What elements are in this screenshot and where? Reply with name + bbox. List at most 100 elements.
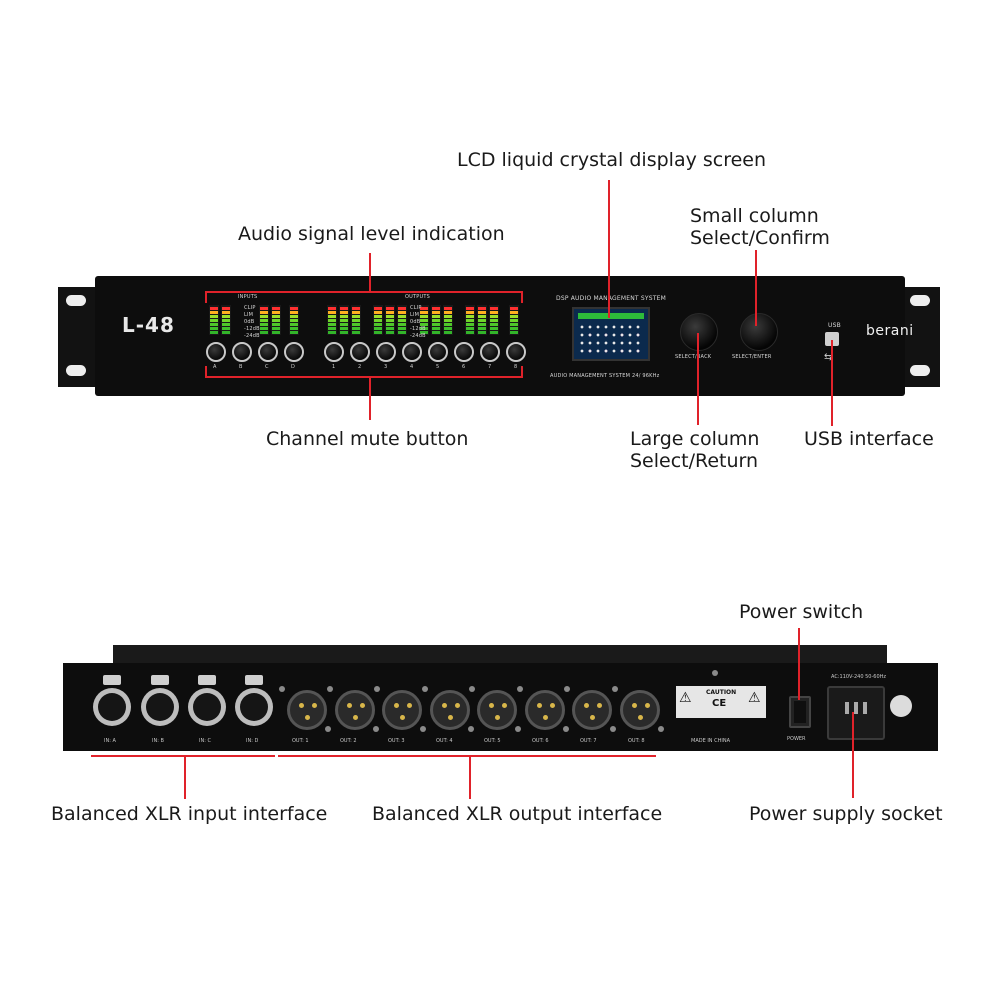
meter-segment	[444, 311, 452, 314]
level-meter	[385, 305, 395, 335]
callout-line	[521, 366, 523, 378]
screw	[374, 686, 380, 692]
meter-segment	[386, 323, 394, 326]
meter-segment	[272, 319, 280, 322]
small-column-callout: Small column	[690, 205, 819, 227]
xlr-output-1[interactable]	[287, 690, 327, 730]
meter-segment	[272, 327, 280, 330]
output-label: OUT: 7	[580, 738, 597, 744]
meter-segment	[432, 323, 440, 326]
mute-button-output-8[interactable]	[506, 342, 526, 362]
channel-label: 5	[436, 364, 440, 370]
xlr-output-4[interactable]	[429, 690, 470, 730]
input-label: IN: A	[104, 738, 116, 744]
meter-segment	[374, 331, 382, 334]
mute-button-input-d[interactable]	[284, 342, 304, 362]
rack-mount-slot	[910, 295, 930, 306]
mute-button-output-1[interactable]	[324, 342, 344, 362]
xlr-output-7[interactable]	[572, 690, 612, 730]
mute-button-input-b[interactable]	[232, 342, 252, 362]
mute-button-output-4[interactable]	[402, 342, 422, 362]
meter-scale-1: LIM	[410, 312, 420, 318]
meter-segment	[490, 327, 498, 330]
screw	[469, 686, 475, 692]
xlr-pin	[637, 715, 643, 720]
small-select-enter-knob[interactable]	[740, 313, 778, 351]
xlr-input-c[interactable]	[188, 688, 226, 726]
xlr-pin	[407, 703, 412, 708]
meter-segment	[272, 331, 280, 334]
output-label: OUT: 1	[292, 738, 309, 744]
meter-segment	[260, 315, 268, 318]
callout-line	[91, 755, 275, 757]
meter-segment	[420, 331, 428, 334]
meter-segment	[432, 319, 440, 322]
mute-button-output-6[interactable]	[454, 342, 474, 362]
power-supply-socket[interactable]	[827, 686, 885, 740]
power-switch[interactable]	[789, 696, 811, 728]
mute-button-output-2[interactable]	[350, 342, 370, 362]
xlr-pin	[400, 715, 405, 720]
meter-scale-3: -12dB	[410, 326, 426, 332]
meter-segment	[386, 327, 394, 330]
xlr-input-b[interactable]	[141, 688, 179, 726]
meter-segment	[420, 323, 428, 326]
meter-segment	[328, 307, 336, 310]
meter-segment	[386, 331, 394, 334]
xlr-output-5[interactable]	[477, 690, 517, 730]
meter-segment	[272, 315, 280, 318]
mute-button-input-a[interactable]	[206, 342, 226, 362]
mute-button-output-7[interactable]	[480, 342, 500, 362]
xlr-output-2[interactable]	[334, 690, 375, 730]
meter-segment	[340, 307, 348, 310]
xlr-output-6[interactable]	[524, 690, 565, 730]
xlr-pin	[454, 703, 460, 708]
xlr-input-d[interactable]	[235, 688, 273, 726]
channel-label: C	[265, 364, 269, 370]
level-meter	[221, 305, 231, 335]
meter-segment	[260, 331, 268, 334]
channel-label: 3	[384, 364, 388, 370]
meter-segment	[210, 315, 218, 318]
meter-segment	[510, 319, 518, 322]
mute-button-output-3[interactable]	[376, 342, 396, 362]
input-label: IN: B	[152, 738, 164, 744]
meter-segment	[510, 323, 518, 326]
screw	[420, 726, 426, 732]
usb-label: USB	[828, 322, 841, 329]
xlr-input-a[interactable]	[93, 688, 131, 726]
callout-line	[184, 755, 186, 799]
model-label: L-48	[122, 313, 175, 337]
rack-mount-slot	[910, 365, 930, 376]
xlr-pin	[394, 703, 399, 708]
level-meter	[489, 305, 499, 335]
socket-pin	[845, 702, 849, 714]
output-label: OUT: 5	[484, 738, 501, 744]
output-label: OUT: 6	[532, 738, 549, 744]
screw	[610, 726, 616, 732]
lcd-callout: LCD liquid crystal display screen	[457, 149, 767, 171]
select-return-callout: Select/Return	[630, 450, 759, 472]
meter-segment	[290, 319, 298, 322]
meter-segment	[444, 315, 452, 318]
channel-label: 8	[514, 364, 518, 370]
xlr-pin	[542, 715, 548, 720]
xlr-latch[interactable]	[245, 675, 263, 685]
meter-segment	[432, 311, 440, 314]
xlr-latch[interactable]	[103, 675, 121, 685]
meter-segment	[444, 307, 452, 310]
meter-segment	[222, 319, 230, 322]
meter-segment	[340, 331, 348, 334]
usb-port[interactable]	[825, 332, 839, 346]
xlr-latch[interactable]	[151, 675, 169, 685]
xlr-output-8[interactable]	[619, 690, 660, 730]
mute-button-output-5[interactable]	[428, 342, 448, 362]
xlr-latch[interactable]	[198, 675, 216, 685]
ce-mark: CE	[712, 698, 727, 709]
rack-mount-slot	[66, 295, 86, 306]
meter-segment	[290, 311, 298, 314]
mute-button-input-c[interactable]	[258, 342, 278, 362]
meter-segment	[352, 331, 360, 334]
large-select-back-knob[interactable]	[680, 313, 718, 351]
xlr-output-3[interactable]	[382, 690, 422, 730]
